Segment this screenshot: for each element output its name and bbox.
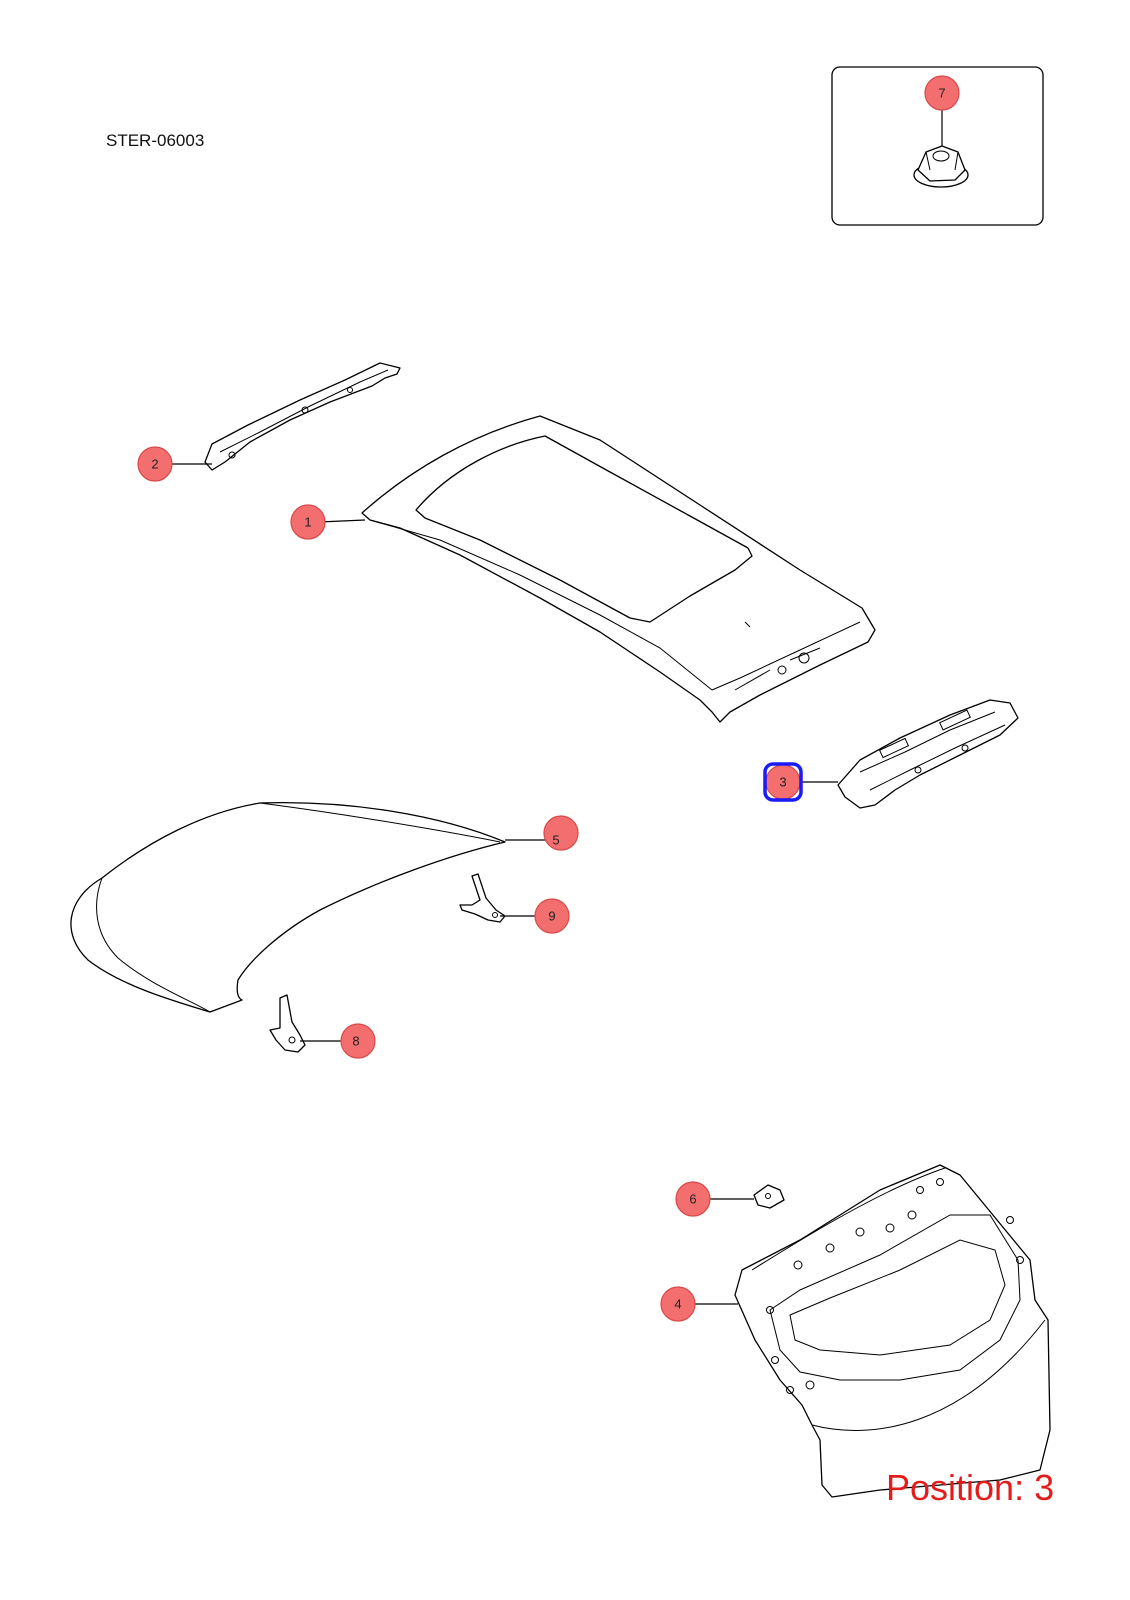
callout-6-label: 6 [689, 1192, 696, 1207]
detail-inset-box [831, 66, 1044, 226]
leader-line-1 [318, 519, 366, 523]
callout-7[interactable]: 7 [924, 75, 960, 111]
roof-panel-drawing [361, 415, 876, 723]
callout-1[interactable]: 1 [290, 504, 326, 540]
callout-6[interactable]: 6 [675, 1181, 711, 1217]
tailgate-hinge-drawing [753, 1184, 785, 1209]
hood-panel-drawing [70, 801, 506, 1013]
selected-callout-outline [763, 762, 803, 802]
callout-3-label: 3 [779, 775, 786, 790]
callout-5-label: 5 [552, 833, 559, 848]
callout-4[interactable]: 4 [660, 1286, 696, 1322]
roof-front-rail-drawing [204, 362, 401, 471]
callout-4-label: 4 [674, 1297, 681, 1312]
callout-2[interactable]: 2 [137, 446, 173, 482]
callout-9[interactable]: 9 [534, 898, 570, 934]
callout-5[interactable]: 5 [543, 815, 579, 851]
callout-9-label: 9 [548, 909, 555, 924]
hood-hinge-right-drawing [459, 873, 506, 923]
tailgate-drawing [734, 1164, 1051, 1498]
rear-roof-bow-drawing [837, 699, 1019, 809]
position-indicator: Position: 3 [886, 1467, 1055, 1508]
leader-lines [164, 103, 943, 1305]
flange-nut-drawing [913, 145, 969, 188]
callout-2-label: 2 [151, 457, 158, 472]
callout-7-label: 7 [938, 86, 945, 101]
drawing-code: STER-06003 [106, 131, 205, 150]
hood-hinge-left-drawing [269, 994, 306, 1053]
callout-8[interactable]: 8 [340, 1023, 376, 1059]
callout-8-label: 8 [352, 1034, 359, 1049]
callout-3[interactable]: 3 [765, 764, 801, 800]
callout-1-label: 1 [304, 515, 311, 530]
